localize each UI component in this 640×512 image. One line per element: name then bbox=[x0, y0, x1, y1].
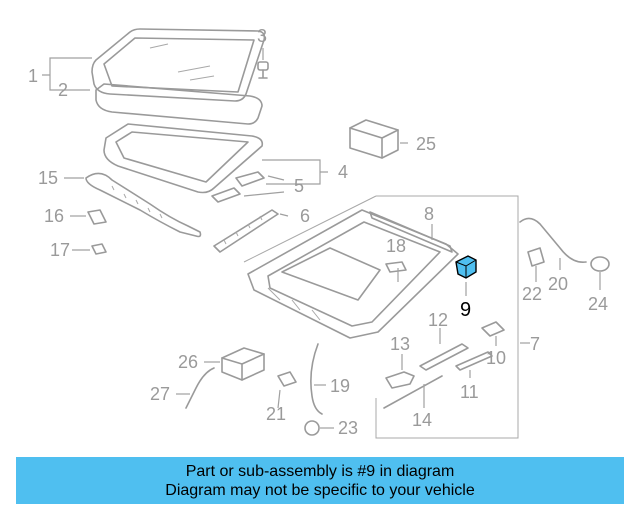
part-3-bolt[interactable] bbox=[257, 61, 269, 79]
part-14-cable[interactable] bbox=[383, 375, 443, 409]
callout-2[interactable]: 2 bbox=[58, 80, 68, 100]
callout-24[interactable]: 24 bbox=[588, 294, 608, 314]
part-4-frame[interactable] bbox=[103, 123, 264, 194]
callout-22[interactable]: 22 bbox=[522, 284, 542, 304]
callout-14[interactable]: 14 bbox=[412, 410, 432, 430]
part-25-motor-unit[interactable] bbox=[349, 119, 399, 159]
callout-5[interactable]: 5 bbox=[294, 176, 304, 196]
part-27-harness[interactable] bbox=[185, 367, 215, 409]
part-6-deflector[interactable] bbox=[213, 209, 279, 253]
part-24-grommet[interactable] bbox=[590, 256, 610, 272]
callout-11[interactable]: 11 bbox=[460, 382, 479, 402]
callout-27[interactable]: 27 bbox=[150, 384, 170, 404]
callout-19[interactable]: 19 bbox=[330, 376, 350, 396]
callout-1[interactable]: 1 bbox=[28, 66, 38, 86]
sunroof-parts-diagram: 1 2 3 4 5 6 7 8 9 10 11 12 13 14 15 16 1… bbox=[28, 26, 610, 439]
part-13-slider[interactable] bbox=[385, 371, 415, 389]
callout-25[interactable]: 25 bbox=[416, 134, 436, 154]
part-21-clip[interactable] bbox=[277, 371, 297, 387]
callout-7[interactable]: 7 bbox=[530, 334, 540, 354]
part-2-seal[interactable] bbox=[95, 83, 263, 125]
part-16-pad[interactable] bbox=[87, 209, 107, 225]
callout-labels: 1 2 3 4 5 6 7 8 9 10 11 12 13 14 15 16 1… bbox=[28, 26, 608, 438]
callout-16[interactable]: 16 bbox=[44, 206, 64, 226]
callout-12[interactable]: 12 bbox=[428, 310, 448, 330]
banner-line-2: Diagram may not be specific to your vehi… bbox=[165, 481, 475, 499]
callout-21[interactable]: 21 bbox=[266, 404, 286, 424]
callout-13[interactable]: 13 bbox=[390, 334, 410, 354]
part-18-guide[interactable] bbox=[385, 261, 407, 273]
part-17-clip[interactable] bbox=[91, 243, 107, 255]
callout-26[interactable]: 26 bbox=[178, 352, 198, 372]
callout-9[interactable]: 9 bbox=[460, 299, 471, 321]
part-10-bracket[interactable] bbox=[481, 321, 505, 337]
part-19-hose[interactable] bbox=[310, 343, 323, 415]
callout-15[interactable]: 15 bbox=[38, 168, 58, 188]
callout-18[interactable]: 18 bbox=[386, 236, 406, 256]
part-26-motor[interactable] bbox=[221, 347, 265, 381]
callout-4[interactable]: 4 bbox=[338, 162, 348, 182]
callout-23[interactable]: 23 bbox=[338, 418, 358, 438]
callout-8[interactable]: 8 bbox=[424, 204, 434, 224]
part-9-highlighted[interactable] bbox=[455, 255, 477, 279]
info-banner: Part or sub-assembly is #9 in diagram Di… bbox=[16, 457, 624, 504]
callout-10[interactable]: 10 bbox=[486, 348, 506, 368]
part-5-brackets[interactable] bbox=[211, 171, 265, 203]
part-15-weatherstrip[interactable] bbox=[85, 172, 202, 238]
part-1-glass-panel[interactable] bbox=[91, 28, 266, 102]
callout-3[interactable]: 3 bbox=[257, 26, 267, 46]
part-22-clip[interactable] bbox=[527, 247, 545, 267]
part-12-rail[interactable] bbox=[419, 343, 469, 371]
part-11-rail[interactable] bbox=[455, 351, 493, 371]
part-20-drain-hose[interactable] bbox=[519, 217, 587, 264]
part-23-grommet[interactable] bbox=[304, 420, 320, 436]
leader-lines bbox=[42, 48, 601, 429]
callout-20[interactable]: 20 bbox=[548, 274, 568, 294]
part-7-housing-assembly[interactable] bbox=[243, 195, 519, 439]
callout-6[interactable]: 6 bbox=[300, 206, 310, 226]
banner-line-1: Part or sub-assembly is #9 in diagram bbox=[185, 462, 455, 480]
callout-17[interactable]: 17 bbox=[50, 240, 70, 260]
